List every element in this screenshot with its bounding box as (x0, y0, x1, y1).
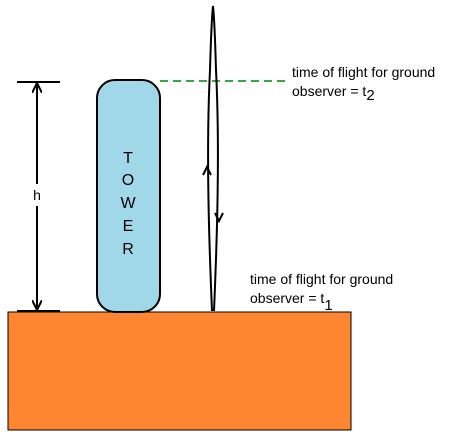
annotation-t2-line2: observer = t2 (292, 83, 375, 104)
tower-letter: R (122, 241, 134, 258)
height-dimension: h (17, 81, 60, 312)
annotation-t1-line2: observer = t1 (250, 290, 333, 314)
annotation-t1: time of flight for ground observer = t1 (250, 271, 393, 314)
trajectory-path (207, 5, 219, 312)
tower (96, 79, 161, 313)
tower-letter: W (120, 195, 136, 212)
tower-letter: E (123, 218, 134, 235)
tower-letter: O (122, 172, 134, 189)
ground (7, 311, 352, 431)
annotation-t2: time of flight for ground observer = t2 (292, 64, 435, 104)
annotation-t2-line1: time of flight for ground (292, 64, 435, 80)
height-label: h (33, 187, 41, 203)
annotation-t1-line1: time of flight for ground (250, 271, 393, 287)
tower-label: T O W E R (120, 150, 136, 258)
tower-letter: T (123, 150, 133, 167)
down-arrow-icon (214, 212, 224, 224)
up-arrow-icon (202, 164, 212, 176)
